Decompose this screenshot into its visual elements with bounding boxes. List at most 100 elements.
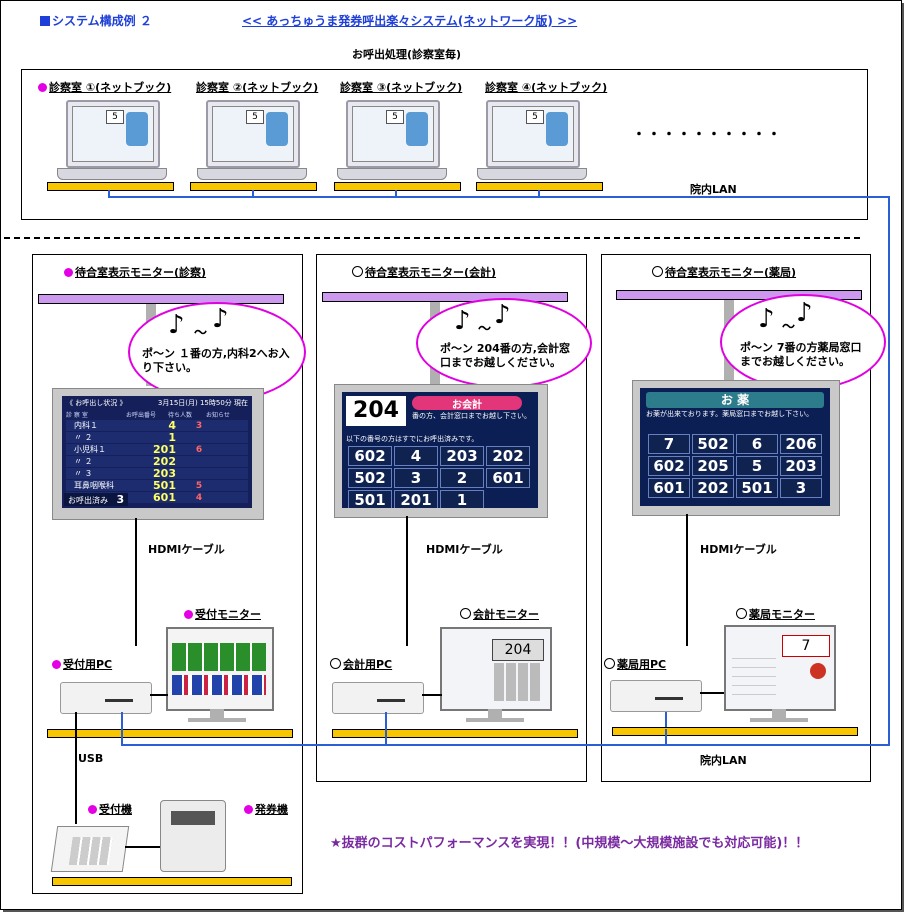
bubble-text-3: ポ〜ン 7番の方薬局窓口までお越しください。	[740, 341, 862, 368]
called-number-cell: 4	[394, 446, 438, 466]
music-note-icon: ♪	[494, 300, 511, 330]
ceiling-rail-2	[322, 292, 568, 302]
screen-date: 3月15日(月) 15時50分 現在	[157, 399, 248, 407]
exam-row-number: 201	[153, 443, 176, 456]
hdmi-label-3: HDMIケーブル	[700, 543, 777, 556]
pharmacy-monitor: 7	[724, 625, 836, 711]
called-number-cell: 203	[440, 446, 484, 466]
bubble-text-2: ポ〜ン 204番の方,会計窓口までお越しください。	[440, 342, 570, 369]
called-number-cell: 601	[648, 478, 690, 498]
called-number-cell: 205	[692, 456, 734, 476]
pharmacy-pc-label: 薬局用PC	[604, 656, 666, 672]
pink-dot-icon	[88, 805, 97, 814]
speech-bubble-1	[128, 302, 306, 402]
called-number-cell: 206	[780, 434, 822, 454]
lan-drop-3	[395, 190, 397, 197]
section-divider	[4, 237, 860, 239]
laptop-3: 5	[346, 100, 440, 168]
lan-drop-1	[108, 190, 110, 197]
footer-label: お呼出済み	[68, 496, 108, 505]
ticket-device-label: 発券機	[244, 801, 288, 817]
exam-row-room: 耳鼻咽喉科	[74, 481, 114, 490]
called-number-cell: 7	[648, 434, 690, 454]
called-number-cell: 601	[486, 468, 530, 488]
monitor-stand-1	[210, 709, 224, 719]
lan-bar-1	[47, 182, 174, 191]
called-number-cell: 1	[440, 490, 484, 508]
called-number-cell: 502	[348, 468, 392, 488]
accounting-monitor-label: 会計モニター	[460, 606, 539, 622]
lan-drop-4	[538, 190, 540, 197]
pc-monitor-cable-2	[422, 694, 442, 696]
exam-row-room: 内科１	[74, 421, 98, 430]
called-number-cell: 501	[736, 478, 778, 498]
reception-pc-label: 受付用PC	[52, 656, 112, 672]
called-number-cell: 202	[692, 478, 734, 498]
big-call-number: 204	[346, 396, 406, 426]
pharmacy-badge: お 薬	[646, 392, 824, 408]
lan-bar-panel1	[47, 729, 293, 738]
panel-accounting-title: 待合室表示モニター(会計)	[352, 264, 496, 280]
screen-title: 《 お呼出し状況 》	[66, 399, 127, 407]
product-title: << あっちゅうま発券呼出楽々システム(ネットワーク版) >>	[242, 14, 578, 28]
hdmi-label-2: HDMIケーブル	[426, 543, 503, 556]
called-number-cell: 3	[394, 468, 438, 488]
room-label-2: 診察室 ②(ネットブック)	[196, 81, 319, 94]
music-note-icon: ♪	[758, 304, 775, 334]
accounting-subtext: 以下の番号の方はすでにお呼出済みです。	[346, 435, 479, 443]
called-number-cell: 501	[348, 490, 392, 508]
footer-value: 3	[116, 493, 125, 506]
col-header-room: 診 察 室	[66, 412, 88, 419]
circle-bullet-icon	[460, 608, 471, 619]
exam-row-number: 4	[168, 419, 176, 432]
reception-monitor	[166, 627, 274, 711]
lan-right-line	[888, 196, 890, 744]
called-number-cell: 201	[394, 490, 438, 508]
circle-bullet-icon	[736, 608, 747, 619]
reception-monitor-label: 受付モニター	[184, 606, 261, 622]
usb-line	[75, 712, 77, 824]
lan-link-2	[385, 729, 387, 745]
called-number-cell: 602	[348, 446, 392, 466]
wave-icon: 〜	[782, 320, 796, 335]
music-note-icon: ♪	[212, 304, 229, 334]
accounting-badge: お会計	[412, 396, 522, 411]
section-title: システム構成例 ２	[40, 12, 152, 29]
hdmi-line-1	[135, 518, 137, 646]
ticket-printer	[160, 800, 226, 872]
bubble-text-1: ポ〜ン １番の方,内科2へお入り下さい。	[142, 347, 290, 374]
more-ellipsis: ・・・・・・・・・・	[632, 127, 782, 143]
reception-pc	[60, 682, 152, 714]
laptop-4-base	[477, 168, 587, 180]
exam-row-wait: 6	[195, 444, 203, 455]
laptop-1: 5	[66, 100, 160, 168]
exam-row-room: 〃 ２	[74, 457, 93, 466]
footer-note: ★抜群のコストパフォーマンスを実現！！(中規模〜大規模施設でも対応可能)！！	[330, 836, 809, 851]
exam-row-number: 1	[168, 431, 176, 444]
pharmacy-small-number: 7	[782, 635, 830, 657]
circle-bullet-icon	[330, 658, 341, 669]
laptop-1-base	[57, 168, 167, 180]
exam-row-room: 〃 ２	[74, 433, 93, 442]
hdmi-line-3	[686, 514, 688, 646]
called-number-cell: 3	[780, 478, 822, 498]
exam-row-number: 601	[153, 491, 176, 504]
circle-bullet-icon	[352, 266, 363, 277]
exam-status-row: 小児科１ 201 6	[66, 443, 248, 456]
room-label-1: 診察室 ①(ネットブック)	[38, 79, 171, 95]
laptop-2-base	[197, 168, 307, 180]
lan-label-bottom: 院内LAN	[700, 754, 747, 767]
called-number-cell: 202	[486, 446, 530, 466]
ceiling-rail-3	[616, 290, 862, 300]
laptop-4: 5	[486, 100, 580, 168]
room-label-3: 診察室 ③(ネットブック)	[340, 81, 463, 94]
usb-label: USB	[78, 752, 104, 765]
exam-row-number: 203	[153, 467, 176, 480]
exam-row-room: 小児科１	[74, 445, 106, 454]
wave-icon: 〜	[478, 322, 492, 337]
pc-monitor-cable-3	[700, 692, 724, 694]
lan-drop-panel2	[385, 712, 387, 730]
